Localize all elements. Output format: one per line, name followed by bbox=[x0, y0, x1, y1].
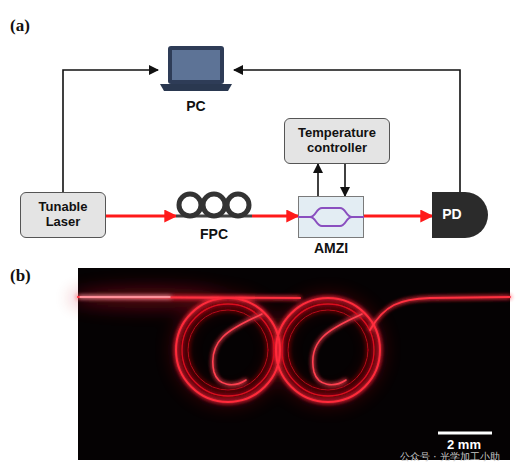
control-connector bbox=[317, 164, 319, 196]
panel-label: (b) bbox=[10, 266, 31, 286]
fiber-coil bbox=[188, 310, 268, 390]
fiber-line bbox=[80, 296, 170, 297]
haze-glow bbox=[178, 300, 278, 400]
fiber-loop bbox=[203, 194, 225, 216]
detector-body bbox=[432, 192, 488, 238]
node-label: PC bbox=[148, 98, 244, 114]
scale-label: 2 mm bbox=[447, 437, 481, 452]
laptop-display bbox=[172, 50, 220, 80]
fiber-coil bbox=[276, 298, 380, 402]
waveguide bbox=[298, 208, 364, 226]
node-label: PD bbox=[432, 206, 472, 222]
haze-glow bbox=[278, 300, 378, 400]
fiber-loop bbox=[227, 194, 249, 216]
glowing-fiber bbox=[78, 297, 510, 402]
photo-background bbox=[78, 268, 510, 460]
computer-icon: PC bbox=[158, 44, 234, 118]
photodetector: PD bbox=[432, 192, 488, 238]
laptop-base bbox=[160, 84, 232, 91]
node-label: FPC bbox=[166, 226, 262, 242]
laser-box: Tunable Laser bbox=[20, 192, 106, 238]
fiber-crossing bbox=[313, 314, 362, 385]
watermark: 公众号 · 光学加工小助 bbox=[400, 450, 500, 464]
fiber-line bbox=[78, 297, 300, 298]
laser-beam bbox=[364, 215, 432, 218]
laptop-screen bbox=[168, 46, 224, 84]
panel-label: (a) bbox=[10, 16, 30, 36]
fiber-line bbox=[370, 297, 510, 330]
polarization-controller: FPC bbox=[176, 190, 252, 248]
control-connector bbox=[344, 164, 346, 196]
amzi-chip: AMZI bbox=[298, 196, 364, 258]
chip-outline bbox=[299, 197, 364, 238]
fiber-coil bbox=[176, 298, 280, 402]
node-label: Tunable Laser bbox=[25, 200, 101, 230]
laser-beam bbox=[106, 215, 176, 218]
data-connector bbox=[234, 70, 460, 192]
data-connector bbox=[63, 70, 158, 192]
fiber-coil bbox=[282, 304, 374, 396]
scale-bar bbox=[438, 432, 492, 435]
fiber-coil bbox=[182, 304, 274, 396]
controller-box: Temperature controller bbox=[284, 118, 390, 164]
fiber-coil bbox=[288, 310, 368, 390]
laser-beam bbox=[252, 215, 298, 218]
node-label: Temperature controller bbox=[289, 126, 385, 156]
scatter-haze bbox=[70, 288, 378, 400]
fiber-loop bbox=[179, 194, 201, 216]
fiber-crossing bbox=[213, 314, 262, 385]
node-label: AMZI bbox=[288, 240, 374, 256]
